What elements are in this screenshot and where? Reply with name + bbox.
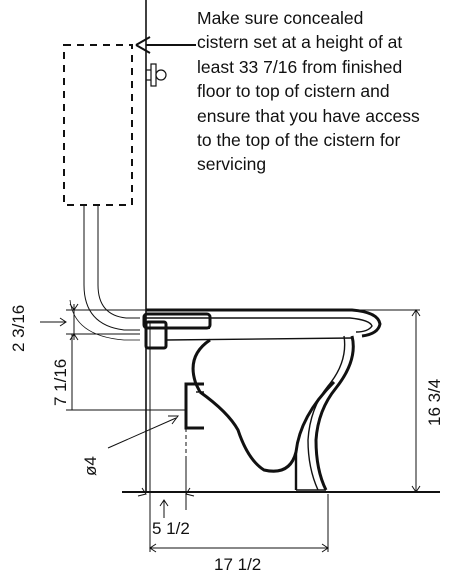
dim-pan-height-label: 16 3/4 [425, 379, 444, 426]
dim-outlet-setback-label: 5 1/2 [152, 519, 190, 538]
note-line: cistern set at a height of at [197, 32, 403, 53]
dim-outlet-diameter [107, 415, 179, 449]
note-line: to the top of the cistern for [197, 130, 401, 151]
note-line: Make sure concealed [197, 8, 364, 28]
dim-projection-label: 17 1/2 [214, 555, 261, 574]
note-line: floor to top of cistern and [197, 81, 390, 102]
installation-note: Make sure concealed cistern set at a hei… [197, 6, 455, 177]
dim-pipe-offset-label: 2 3/16 [9, 305, 28, 352]
dim-pipe-offset [40, 303, 146, 341]
dim-outlet-diameter-label: ø4 [81, 456, 100, 476]
dim-inlet-height-label: 7 1/16 [51, 359, 70, 406]
dim-pan-height [356, 309, 421, 493]
note-line: least 33 7/16 from finished [197, 56, 403, 77]
flush-pipe [83, 205, 140, 331]
toilet-pan [142, 308, 382, 492]
note-line: ensure that you have access [197, 105, 420, 126]
dim-outlet-setback [137, 460, 198, 530]
flush-pipe-inner [97, 205, 140, 319]
flush-pipe-outer [69, 299, 140, 341]
note-line: servicing [197, 154, 267, 175]
dim-inlet-height [66, 334, 186, 411]
flush-button-icon [146, 63, 167, 87]
concealed-cistern [63, 44, 133, 206]
dim-projection [149, 494, 329, 553]
note-arrow-icon [135, 36, 151, 54]
